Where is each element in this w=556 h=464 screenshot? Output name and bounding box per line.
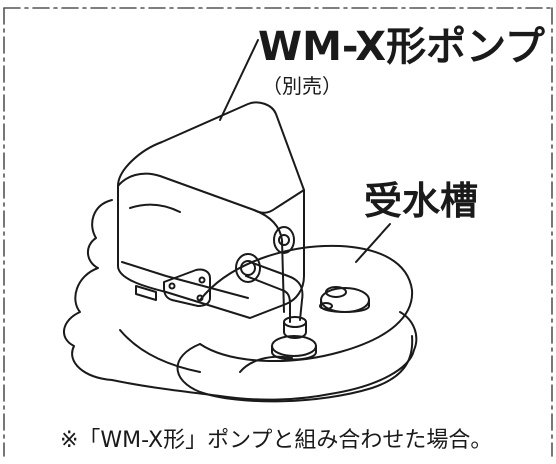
pump-name-label: WM-X形ポンプ [258,24,545,70]
water-tank [119,244,414,403]
pump-sold-separately-note: （別売） [262,74,342,98]
pump-housing [117,101,305,319]
tank-leader-line [355,223,391,263]
tank-cap [319,286,370,313]
pump-outlet-flange [235,226,295,283]
tank-name-label: 受水槽 [364,179,479,223]
pump-front-plate [135,268,211,307]
ground-outline [63,199,418,401]
figure-caption: ※「WM-X形」ポンプと組み合わせた場合。 [60,428,493,453]
connection-pipe [245,261,317,361]
pump-leader-line [219,39,259,121]
frame-border [3,7,553,457]
